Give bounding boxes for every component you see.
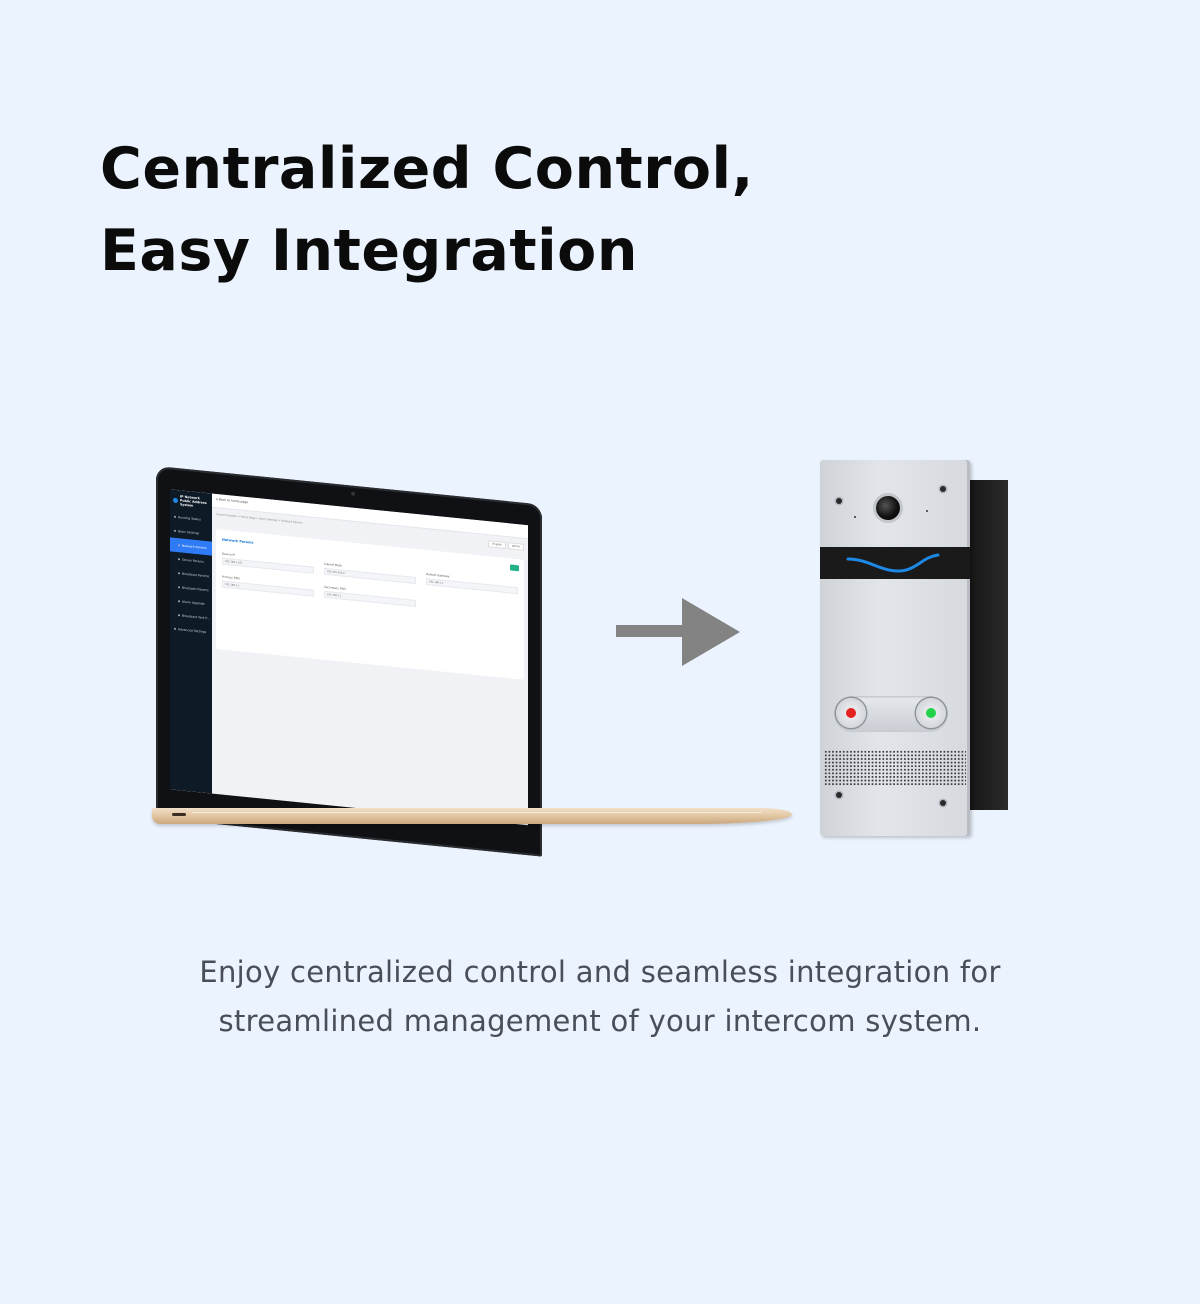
screw-icon — [940, 486, 946, 492]
network-icon — [178, 544, 180, 547]
wave-accent-icon — [846, 553, 940, 573]
broadcast-icon — [178, 572, 180, 575]
laptop-screen: IP Network Public Address System Running… — [170, 489, 528, 826]
green-led-icon — [926, 708, 936, 718]
sensor-pin-icon — [854, 516, 856, 518]
camera-lens-icon — [876, 496, 900, 520]
screw-icon — [940, 800, 946, 806]
language-button: English — [488, 540, 506, 549]
headline-line-2: Easy Integration — [100, 218, 638, 284]
laptop-base-highlight — [192, 812, 762, 813]
screen-main: ⌂ Back to home page Current location > H… — [212, 493, 528, 826]
bluetooth-icon — [178, 586, 180, 589]
sensor-pin-icon — [926, 510, 928, 512]
alarm-icon — [178, 600, 180, 603]
speaker-grille — [824, 750, 966, 786]
call-buttons-panel — [834, 696, 948, 732]
call-button-red — [836, 698, 866, 728]
brand-name: IP Network Public Address System — [180, 494, 207, 508]
breadcrumb-text: Current location > Home Page > Basic Set… — [216, 513, 303, 525]
home-icon: ⌂ — [216, 497, 218, 502]
screw-icon — [836, 792, 842, 798]
red-led-icon — [846, 708, 856, 718]
webcam-icon — [351, 491, 355, 496]
device-side-housing — [968, 480, 1008, 810]
user-button: admin — [507, 542, 524, 551]
server-icon — [178, 558, 180, 561]
topbar-title: Back to home page — [218, 497, 249, 505]
task-icon — [178, 614, 180, 617]
gear-icon — [174, 627, 176, 630]
save-button — [510, 564, 519, 572]
screen-sidebar: IP Network Public Address System Running… — [170, 489, 212, 794]
device-accent-strip — [820, 547, 970, 579]
laptop-hinge-notch — [172, 813, 186, 816]
description: Enjoy centralized control and seamless i… — [199, 955, 1001, 1038]
right-arrow-icon — [616, 598, 740, 666]
laptop-illustration: IP Network Public Address System Running… — [150, 462, 800, 857]
sidebar-item-advanced-settings: Advanced Settings — [170, 621, 212, 639]
headline-line-1: Centralized Control, — [100, 136, 754, 202]
call-button-green — [916, 698, 946, 728]
intercom-device-illustration — [818, 458, 1013, 838]
laptop-base — [152, 808, 792, 824]
brand-logo-icon — [173, 497, 178, 503]
screw-icon — [836, 498, 842, 504]
settings-icon — [174, 529, 176, 532]
status-icon — [174, 515, 176, 518]
laptop-lid: IP Network Public Address System Running… — [156, 466, 542, 857]
headline: Centralized Control, Easy Integration — [100, 128, 754, 292]
